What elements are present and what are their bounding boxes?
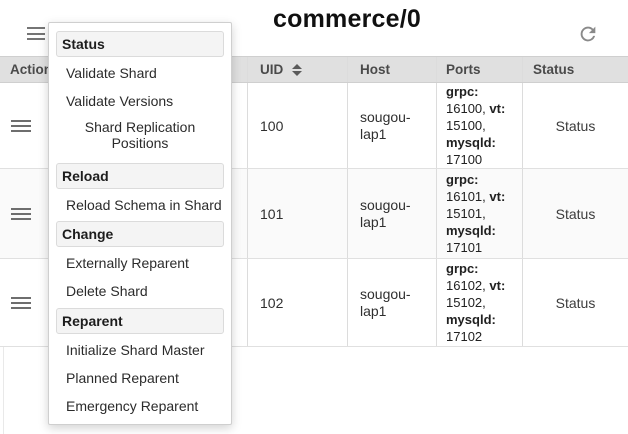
row-actions-menu-button[interactable] <box>11 119 31 132</box>
shard-actions-menu: Status Validate Shard Validate Versions … <box>48 22 232 425</box>
menu-item-planned-reparent[interactable]: Planned Reparent <box>66 370 179 386</box>
ports-text: grpc: 16102, vt: 15102, mysqld: 17102 <box>446 261 506 344</box>
menu-section-change: Change <box>56 221 224 247</box>
actions-cell <box>0 83 248 168</box>
menu-item-validate-shard[interactable]: Validate Shard <box>66 65 157 81</box>
column-header-actions: Actions <box>0 57 248 82</box>
menu-item-validate-versions[interactable]: Validate Versions <box>66 93 174 109</box>
menu-section-reload: Reload <box>56 163 224 189</box>
hamburger-icon <box>11 296 31 299</box>
status-cell: Status <box>555 117 596 134</box>
host-cell: sougou-lap1 <box>348 259 437 346</box>
ports-cell: grpc: 16101, vt: 15101, mysqld: 17101 <box>437 169 523 258</box>
column-header-host: Host <box>348 57 437 82</box>
uid-cell: 100 <box>248 83 348 168</box>
refresh-button[interactable] <box>577 23 599 45</box>
menu-item-shard-replication-positions[interactable]: Shard Replication Positions <box>84 119 196 151</box>
ports-text: grpc: 16101, vt: 15101, mysqld: 17101 <box>446 172 506 255</box>
ports-text: grpc: 16100, vt: 15100, mysqld: 17100 <box>446 84 506 167</box>
page-title: commerce/0 <box>273 5 421 33</box>
actions-cell <box>0 259 248 346</box>
ports-cell: grpc: 16102, vt: 15102, mysqld: 17102 <box>437 259 523 346</box>
menu-item-externally-reparent[interactable]: Externally Reparent <box>66 255 189 271</box>
menu-section-status: Status <box>56 31 224 57</box>
status-cell: Status <box>555 205 596 222</box>
row-actions-menu-button[interactable] <box>11 296 31 309</box>
menu-section-reparent: Reparent <box>56 308 224 334</box>
menu-item-reload-schema-in-shard[interactable]: Reload Schema in Shard <box>66 197 222 213</box>
status-cell: Status <box>555 294 596 311</box>
hamburger-icon <box>11 119 31 122</box>
menu-item-delete-shard[interactable]: Delete Shard <box>66 283 148 299</box>
hamburger-icon <box>11 207 31 210</box>
ports-cell: grpc: 16100, vt: 15100, mysqld: 17100 <box>437 83 523 168</box>
shard-actions-menu-button[interactable] <box>27 27 45 40</box>
host-cell: sougou-lap1 <box>348 169 437 258</box>
actions-cell <box>0 169 248 258</box>
uid-cell: 102 <box>248 259 348 346</box>
row-actions-menu-button[interactable] <box>11 207 31 220</box>
menu-item-emergency-reparent[interactable]: Emergency Reparent <box>66 398 199 414</box>
refresh-icon <box>580 26 596 42</box>
sort-updown-icon[interactable] <box>292 63 303 76</box>
column-header-uid[interactable]: UID <box>248 57 348 82</box>
column-header-status: Status <box>533 62 575 77</box>
host-cell: sougou-lap1 <box>348 83 437 168</box>
hamburger-icon <box>27 27 45 29</box>
menu-item-initialize-shard-master[interactable]: Initialize Shard Master <box>66 342 205 358</box>
uid-cell: 101 <box>248 169 348 258</box>
column-header-ports: Ports <box>437 57 523 82</box>
